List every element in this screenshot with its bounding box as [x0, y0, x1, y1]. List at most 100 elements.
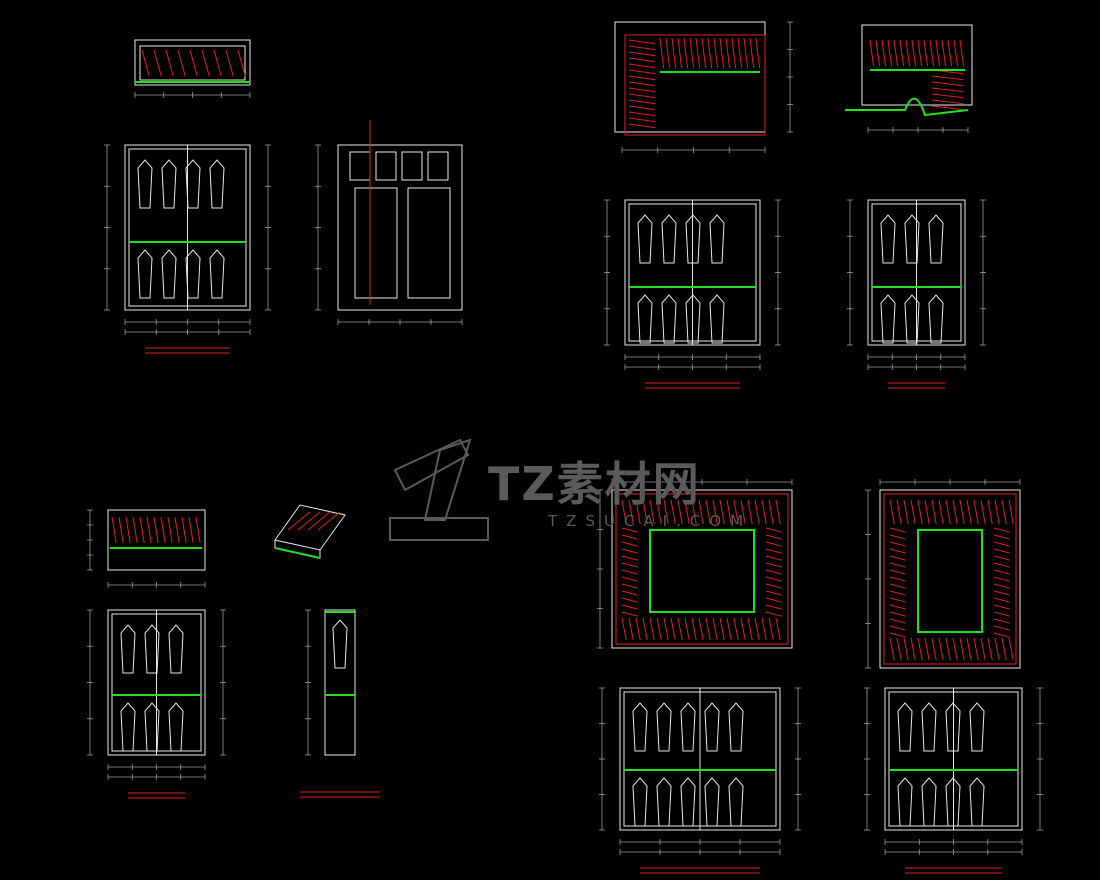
cad-line [765, 541, 783, 547]
isometric-shelf [274, 504, 346, 559]
elevation-doors [315, 120, 463, 325]
cad-line [195, 516, 201, 544]
cad-line [765, 548, 783, 554]
cad-line [924, 499, 930, 525]
cad-line [929, 39, 935, 67]
cad-line [642, 617, 648, 641]
cad-line [993, 576, 1011, 582]
cad-line [628, 617, 634, 641]
cad-line [624, 34, 766, 136]
cad-line [945, 702, 961, 752]
cad-line [889, 555, 907, 561]
cad-line [861, 24, 973, 106]
cad-line [317, 511, 341, 531]
cad-line [1001, 637, 1007, 661]
cad-line [704, 702, 720, 752]
cad-line [928, 294, 944, 344]
cad-line [731, 37, 737, 69]
cad-line [994, 499, 1000, 525]
cad-line [621, 548, 639, 554]
cad-line [903, 499, 909, 525]
cad-line [656, 499, 662, 525]
cad-line [118, 516, 124, 544]
cad-line [656, 702, 672, 752]
cad-line [889, 597, 907, 603]
cad-line [845, 97, 969, 117]
cad-line [615, 493, 789, 645]
cad-line [880, 294, 896, 344]
cad-line [621, 555, 639, 561]
cad-line [980, 499, 986, 525]
cad-line [881, 39, 887, 67]
cad-line [628, 117, 656, 123]
cad-line [917, 637, 923, 661]
cad-line [924, 637, 930, 661]
cad-line [765, 534, 783, 540]
cad-line [209, 249, 225, 299]
cad-line [993, 625, 1011, 631]
cad-line [111, 516, 117, 544]
cad-line [628, 499, 634, 525]
cad-line [621, 534, 639, 540]
cad-line [994, 637, 1000, 661]
cad-line [945, 499, 951, 525]
cad-line [628, 93, 656, 99]
cad-line [725, 37, 731, 69]
cad-line [917, 39, 923, 67]
cad-line [889, 499, 895, 525]
plan-bottom-right-a [597, 479, 793, 649]
cad-line [931, 87, 964, 93]
cad-line [749, 37, 755, 69]
cad-line [628, 123, 656, 129]
cad-line [897, 777, 913, 827]
cad-line [953, 39, 959, 67]
cad-line [889, 541, 907, 547]
cad-line [621, 583, 639, 589]
cad-line [889, 618, 907, 624]
cad-line [661, 294, 677, 344]
cad-line [628, 99, 656, 105]
cad-line [993, 632, 1011, 638]
cad-line [168, 624, 184, 674]
cad-line [139, 516, 145, 544]
cad-line [680, 777, 696, 827]
cad-line [889, 625, 907, 631]
cad-line [139, 45, 246, 81]
cad-line [677, 37, 683, 69]
cad-line [889, 527, 907, 533]
cad-line [628, 111, 656, 117]
cad-line [737, 37, 743, 69]
cad-line [401, 151, 423, 181]
cad-line [632, 777, 648, 827]
cad-line [153, 516, 159, 544]
cad-line [691, 499, 697, 525]
cad-line [628, 57, 656, 63]
cad-line [747, 499, 753, 525]
cad-line [324, 609, 356, 756]
cad-line [889, 562, 907, 568]
cad-line [765, 527, 783, 533]
cad-line [945, 777, 961, 827]
cad-line [889, 604, 907, 610]
cad-line [969, 702, 985, 752]
cad-line [354, 187, 398, 299]
cad-line [938, 637, 944, 661]
cad-line [910, 499, 916, 525]
cad-line [704, 777, 720, 827]
cad-line [740, 499, 746, 525]
cad-line [993, 548, 1011, 554]
cad-line [663, 499, 669, 525]
cad-line [707, 37, 713, 69]
cad-line [993, 597, 1011, 603]
cad-line [628, 81, 656, 87]
cad-line [754, 499, 760, 525]
cad-line [973, 637, 979, 661]
cad-line [966, 499, 972, 525]
cad-line [698, 617, 704, 641]
cad-line [880, 214, 896, 264]
cad-line [213, 49, 222, 77]
cad-line [698, 499, 704, 525]
cad-line [125, 516, 131, 544]
cad-line [188, 516, 194, 544]
